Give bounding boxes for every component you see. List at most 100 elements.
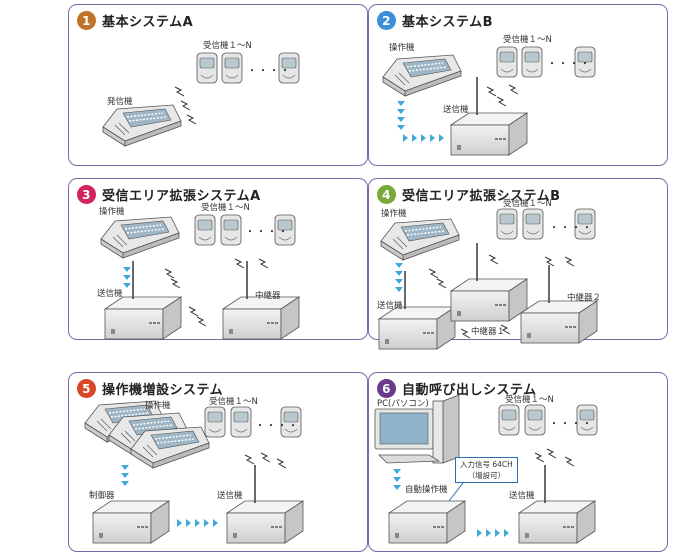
- panel-number-badge: 3: [77, 185, 96, 204]
- panel-number-badge: 6: [377, 379, 396, 398]
- pc-icon: [374, 394, 460, 464]
- console-label: 操作機: [145, 401, 171, 411]
- panel-title: 5 操作機増設システム: [77, 379, 223, 398]
- signal-icon: [244, 454, 255, 465]
- arrow-down-icon: [395, 279, 403, 284]
- arrow-down-icon: [121, 473, 129, 478]
- arrow-right-icon: [430, 134, 435, 142]
- arrow-right-icon: [204, 519, 209, 527]
- signal-icon: [488, 254, 499, 265]
- signal-icon: [486, 86, 497, 97]
- signal-icon: [258, 258, 269, 269]
- receivers-label: 受信機１～N: [503, 199, 552, 209]
- receiver-icon: [204, 406, 226, 438]
- arrow-right-icon: [486, 529, 491, 537]
- transmitter-box-icon: [104, 296, 182, 340]
- signal-icon: [564, 456, 575, 467]
- transmitter-box-icon: [226, 500, 304, 544]
- transmitter-label: 送信機: [377, 301, 403, 311]
- panel-title-text: 自動呼び出しシステム: [402, 383, 537, 398]
- panel-title-text: 受信エリア拡張システムA: [102, 189, 261, 204]
- panel-number-badge: 5: [77, 379, 96, 398]
- arrow-right-icon: [504, 529, 509, 537]
- console-icon: [102, 104, 182, 147]
- signal-icon: [188, 306, 199, 317]
- signal-icon: [276, 458, 287, 469]
- panel-title: 4 受信エリア拡張システムB: [377, 185, 561, 204]
- receiver-icon: [221, 52, 243, 84]
- receiver-icon: [220, 214, 242, 246]
- arrow-down-icon: [123, 283, 131, 288]
- signal-icon: [260, 452, 271, 463]
- arrow-down-icon: [395, 263, 403, 268]
- receivers-label: 受信機１～N: [503, 35, 552, 45]
- panel-console-expansion: 5 操作機増設システム 操作機 受信機１～N ・・・・ 制御器 送信機: [68, 372, 368, 552]
- panel-area-extension-b: 4 受信エリア拡張システムB 操作機 受信機１～N ・・・・ 送信機 中継器１ …: [368, 178, 668, 350]
- transmitter-label: 送信機: [97, 289, 123, 299]
- receiver-icon: [230, 406, 252, 438]
- signal-icon: [436, 278, 447, 289]
- signal-icon: [508, 84, 519, 95]
- panel-title-text: 受信エリア拡張システムB: [402, 189, 561, 204]
- diagram-art: [382, 46, 596, 156]
- signal-icon: [546, 448, 557, 459]
- signal-icon: [186, 114, 197, 125]
- signal-icon: [174, 86, 185, 97]
- console-label: 操作機: [99, 207, 125, 217]
- arrow-right-icon: [477, 529, 482, 537]
- receiver-icon: [522, 208, 544, 240]
- transmitter-box-icon: [518, 500, 596, 544]
- signal-icon: [196, 316, 207, 327]
- arrow-down-icon: [397, 109, 405, 114]
- receiver-icon: [498, 404, 520, 436]
- arrow-right-icon: [213, 519, 218, 527]
- panel-basic-system-a: 1 基本システムA 受信機１～N ・・・・ 発信機: [68, 4, 368, 166]
- arrow-right-icon: [412, 134, 417, 142]
- ellipsis: ・・・・: [547, 59, 591, 70]
- receivers-label: 受信機１～N: [209, 397, 258, 407]
- auto-console-box-icon: [388, 500, 466, 544]
- signal-icon: [170, 278, 181, 289]
- repeater1-label-visible: 中継器１: [471, 327, 506, 337]
- ellipsis: ・・・・: [549, 419, 593, 430]
- arrow-right-icon: [186, 519, 191, 527]
- receiver-icon: [524, 404, 546, 436]
- diagram-art: [102, 52, 300, 147]
- signal-icon: [234, 258, 245, 269]
- panel-title: 2 基本システムB: [377, 11, 493, 30]
- transmitter-label: 送信機: [443, 105, 469, 115]
- transmitter-console-label: 発信機: [107, 97, 133, 107]
- receivers-label: 受信機１～N: [203, 41, 252, 51]
- receiver-icon: [194, 214, 216, 246]
- signal-icon: [460, 328, 471, 339]
- receivers-label: 受信機１～N: [505, 395, 554, 405]
- receivers-label: 受信機１～N: [201, 203, 250, 213]
- receiver-icon: [521, 46, 543, 78]
- arrow-right-icon: [195, 519, 200, 527]
- input-signal-callout: 入力信号 64CH （増設可）: [455, 457, 518, 483]
- arrow-down-icon: [123, 275, 131, 280]
- ellipsis: ・・・・: [549, 223, 593, 234]
- arrow-down-icon: [393, 485, 401, 490]
- panel-title-text: 基本システムA: [102, 15, 194, 30]
- arrow-down-icon: [397, 101, 405, 106]
- ellipsis: ・・・・: [245, 227, 289, 238]
- repeater-label: 中継器: [255, 291, 281, 301]
- repeater2-label: 中継器２: [567, 293, 602, 303]
- panel-title: 1 基本システムA: [77, 11, 193, 30]
- console-icon: [100, 216, 180, 259]
- arrow-down-icon: [395, 287, 403, 292]
- receiver-icon: [196, 52, 218, 84]
- controller-box-icon: [92, 500, 170, 544]
- arrow-right-icon: [439, 134, 444, 142]
- panel-title-text: 基本システムB: [402, 15, 494, 30]
- controller-label: 制御器: [89, 491, 115, 501]
- signal-icon: [496, 96, 507, 107]
- repeater-box-icon: [520, 300, 598, 344]
- signal-icon: [534, 452, 545, 463]
- signal-icon: [180, 100, 191, 111]
- arrow-down-icon: [395, 271, 403, 276]
- console-label: 操作機: [389, 43, 415, 53]
- arrow-down-icon: [121, 481, 129, 486]
- callout-pointer: [448, 482, 464, 502]
